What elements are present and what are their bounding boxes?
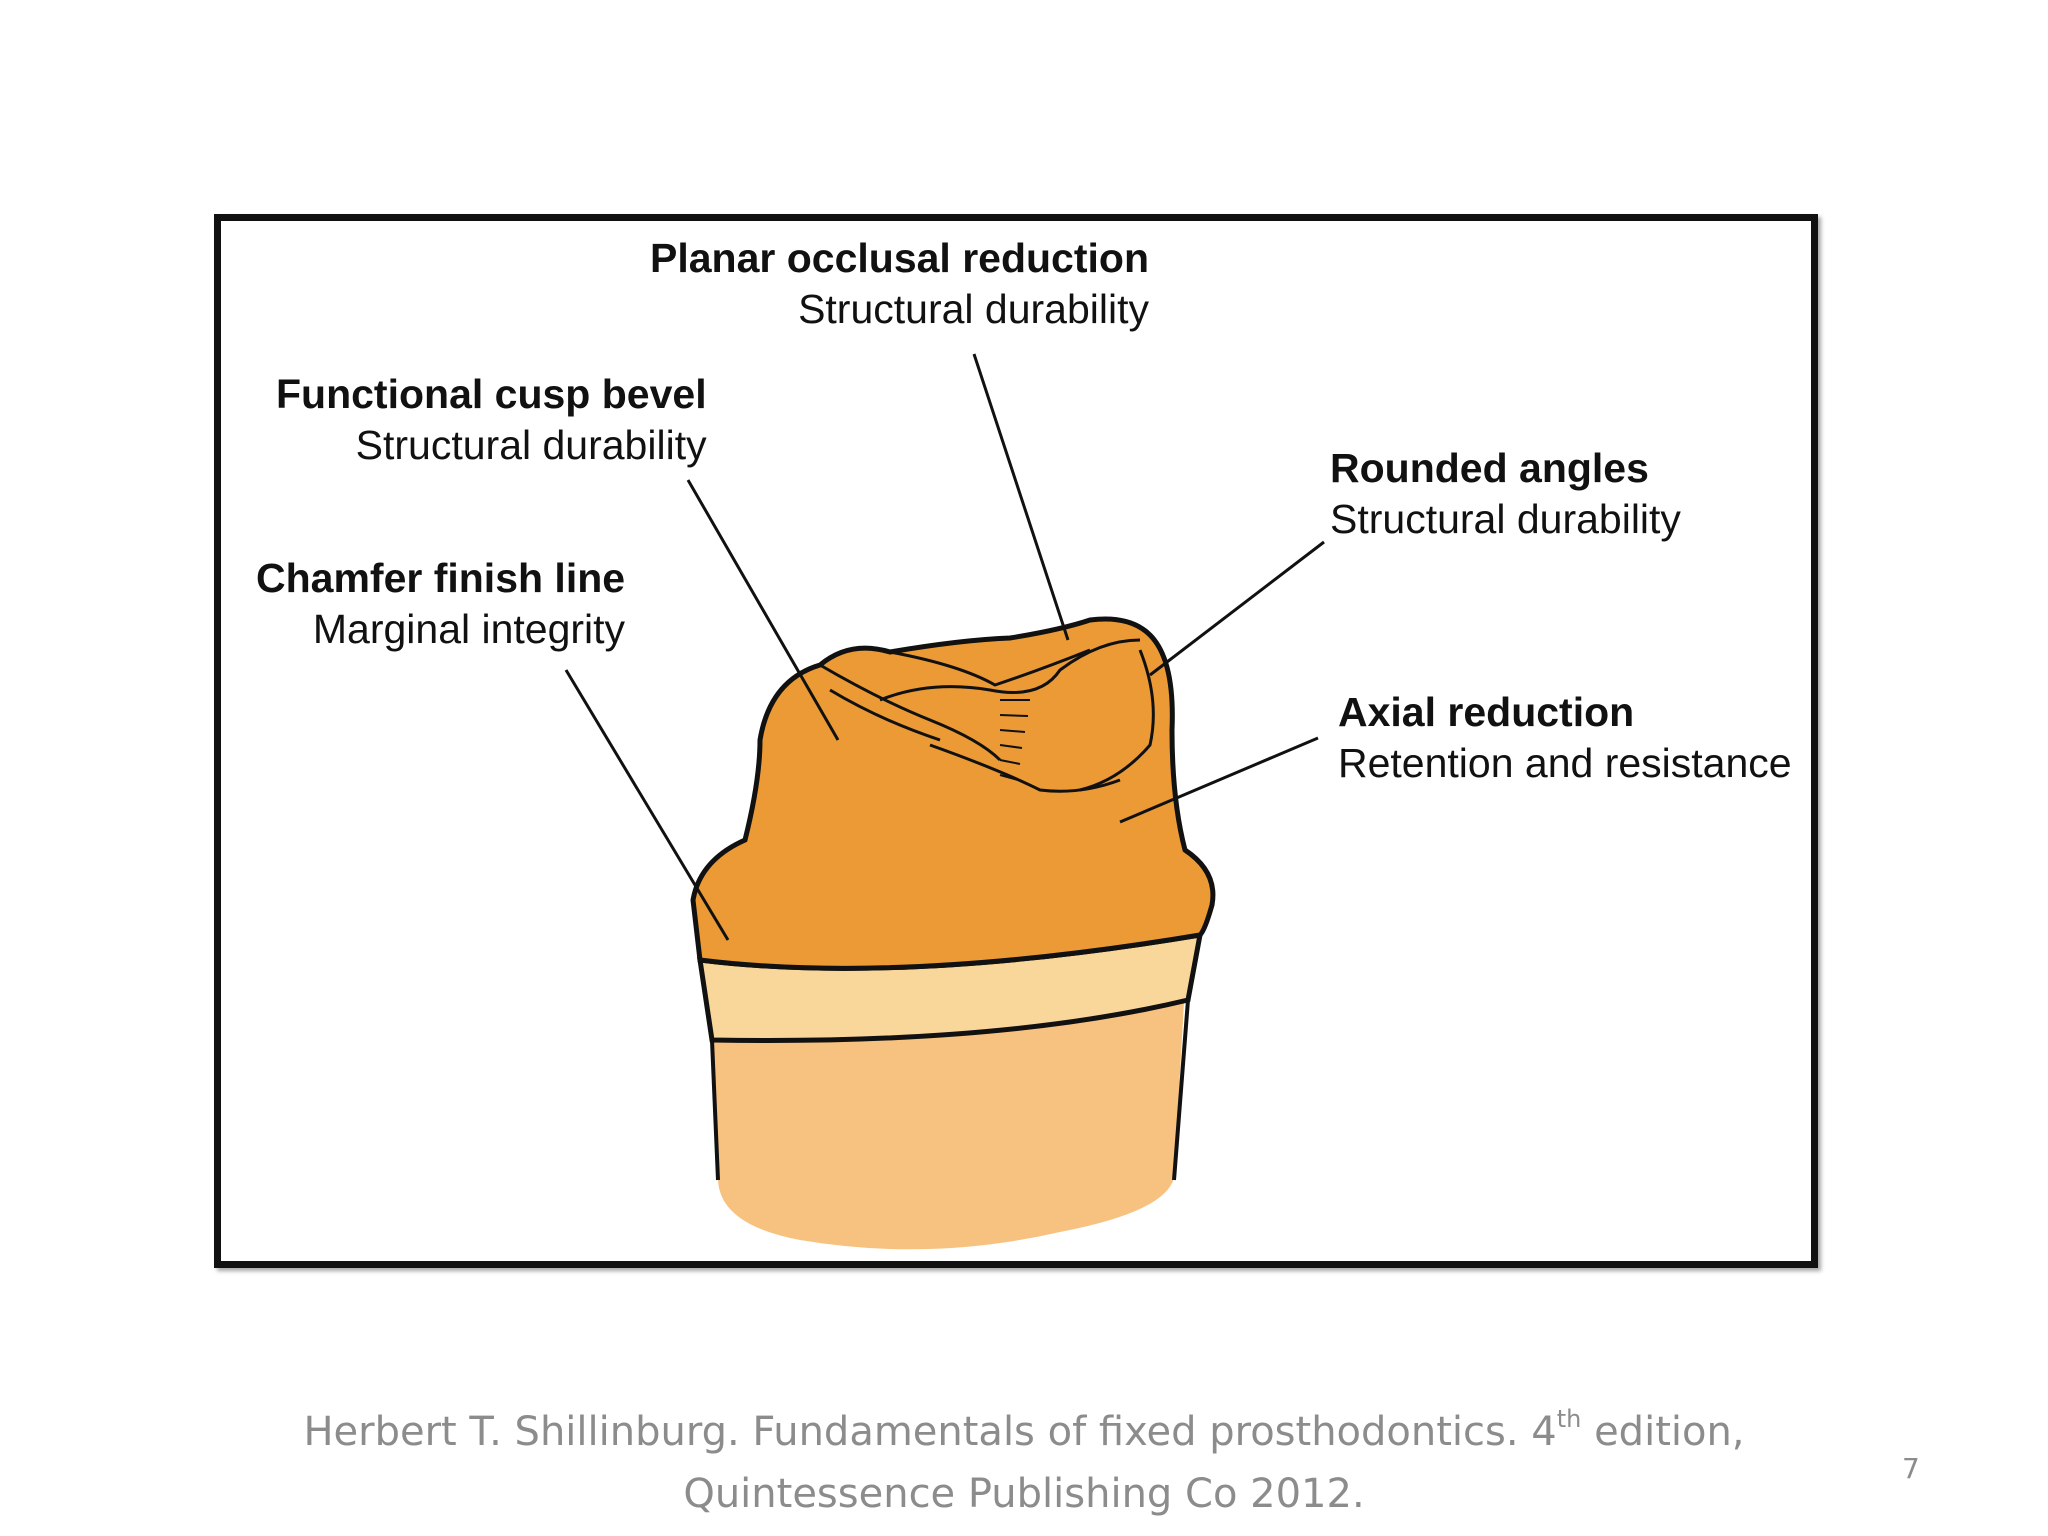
label-sub: Structural durability — [798, 286, 1149, 332]
label-functional-cusp-bevel: Functional cusp bevel Structural durabil… — [276, 374, 707, 466]
label-chamfer-finish-line: Chamfer finish line Marginal integrity — [256, 558, 625, 650]
label-heading: Axial reduction — [1338, 689, 1635, 735]
leader-functional — [686, 479, 840, 741]
leader-rounded — [1149, 540, 1325, 677]
label-heading: Rounded angles — [1330, 445, 1649, 491]
occlusal-detail — [819, 663, 1002, 762]
label-sub: Structural durability — [1330, 496, 1681, 542]
root-section — [712, 985, 1185, 1250]
citation: Herbert T. Shillinburg. Fundamentals of … — [0, 1388, 2048, 1525]
slide-number: 7 — [1902, 1452, 1920, 1485]
label-planar-occlusal-reduction: Planar occlusal reduction Structural dur… — [650, 238, 1149, 330]
label-rounded-angles: Rounded angles Structural durability — [1330, 448, 1681, 540]
citation-line-2: Quintessence Publishing Co 2012. — [683, 1471, 1365, 1517]
label-heading: Planar occlusal reduction — [650, 235, 1149, 281]
label-heading: Chamfer finish line — [256, 555, 626, 601]
label-axial-reduction: Axial reduction Retention and resistance — [1338, 692, 1792, 784]
prepared-tooth — [690, 616, 1216, 971]
label-sub: Structural durability — [355, 422, 707, 468]
leader-axial — [1119, 736, 1319, 824]
label-sub: Marginal integrity — [312, 606, 626, 652]
label-sub: Retention and resistance — [1338, 740, 1792, 786]
leader-chamfer — [564, 669, 730, 941]
leader-planar — [972, 353, 1070, 641]
citation-line-1: Herbert T. Shillinburg. Fundamentals of … — [303, 1405, 1745, 1455]
label-heading: Functional cusp bevel — [276, 371, 707, 417]
